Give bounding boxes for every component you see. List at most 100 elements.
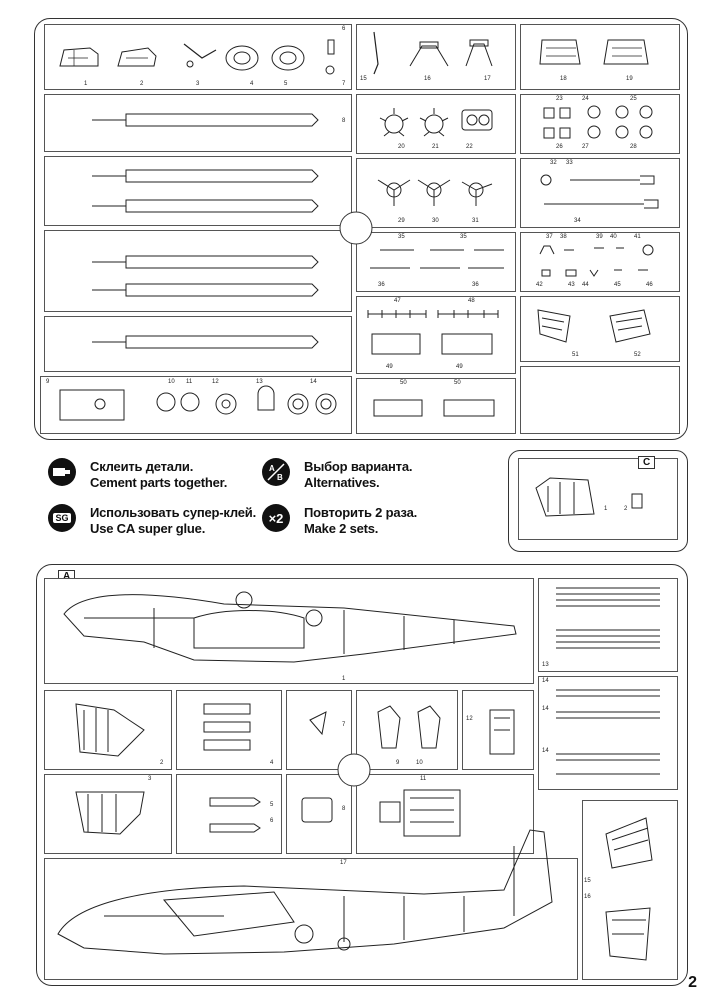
part-number: 30 (432, 218, 439, 224)
part-number: 12 (212, 379, 219, 385)
sprue-b-parts-15-17-drawing (373, 31, 493, 75)
part-number: 38 (560, 234, 567, 240)
part-number: 21 (432, 144, 439, 150)
part-number: 39 (596, 234, 603, 240)
sprue-a-cell-3 (44, 774, 172, 854)
part-number: 35 (460, 234, 467, 240)
part-number: 29 (398, 218, 405, 224)
part-number: 19 (626, 76, 633, 82)
part-number: 43 (568, 282, 575, 288)
part-number: 31 (472, 218, 479, 224)
part-number: 34 (574, 218, 581, 224)
part-number: 6 (342, 26, 346, 32)
part-number: 2 (140, 81, 144, 87)
part-number: 7 (342, 722, 346, 728)
alternatives-icon: A B (262, 458, 290, 486)
sprue-b-cell-47-49 (356, 296, 516, 374)
part-number: 7 (342, 81, 346, 87)
page-number: 2 (688, 974, 697, 991)
legend-cement-text: Склеить детали. Cement parts together. (90, 459, 227, 491)
part-number: 10 (416, 760, 423, 766)
legend-alternatives-text: Выбор варианта. Alternatives. (304, 459, 412, 491)
part-number: 49 (386, 364, 393, 370)
legend-sets-ru: Повторить 2 раза. (304, 505, 418, 520)
sprue-b-parts-1-7-drawing (59, 39, 335, 75)
legend-sets-en: Make 2 sets. (304, 521, 379, 536)
part-number: 15 (360, 76, 367, 82)
sprue-b-parts-47-49-drawing (367, 310, 499, 355)
make-two-sets-icon: ×2 (262, 504, 290, 532)
sprue-b-parts-18-19-drawing (539, 39, 649, 65)
sprue-b-cell-51-52 (520, 296, 680, 362)
part-number: 52 (634, 352, 641, 358)
part-number: 32 (550, 160, 557, 166)
sprue-a-cell-9-10 (356, 690, 458, 770)
part-number: 8 (342, 806, 346, 812)
part-number: 5 (270, 802, 274, 808)
sprue-a-cell-5-6 (176, 774, 282, 854)
part-number: 20 (398, 144, 405, 150)
part-number: 49 (456, 364, 463, 370)
superglue-icon: SG (48, 504, 76, 532)
part-number: 44 (582, 282, 589, 288)
part-number: 23 (556, 96, 563, 102)
sprue-b-parts-37-46-drawing (539, 244, 654, 277)
legend-superglue-en: Use CA super glue. (90, 521, 206, 536)
part-number: 1 (604, 506, 608, 512)
part-number: 41 (634, 234, 641, 240)
sprue-b-cell-20-22 (356, 94, 516, 154)
part-number: 17 (484, 76, 491, 82)
part-number: 28 (630, 144, 637, 150)
sprue-a-cell-4 (176, 690, 282, 770)
sprue-b-parts-35-36-drawing (370, 249, 504, 269)
svg-text:B: B (277, 473, 283, 482)
legend-cement-en: Cement parts together. (90, 475, 228, 490)
part-number: 27 (582, 144, 589, 150)
part-number: 14 (542, 678, 549, 684)
part-number: 40 (610, 234, 617, 240)
part-number: 4 (250, 81, 254, 87)
sprue-a-mid-row-drawing (75, 703, 515, 757)
sprue-b-parts-9-14-drawing (59, 385, 337, 421)
part-number: 50 (400, 380, 407, 386)
sprue-b-small-parts-23-28-drawing (543, 105, 653, 139)
sprue-b-part-50-drawing (373, 399, 495, 417)
part-number: 14 (542, 706, 549, 712)
part-number: 18 (560, 76, 567, 82)
part-number: 37 (546, 234, 553, 240)
part-number: 25 (630, 96, 637, 102)
part-number: 11 (420, 776, 427, 782)
sprue-a-fuselage-half-bottom-drawing (57, 829, 553, 955)
part-number: 16 (424, 76, 431, 82)
part-number: 22 (466, 144, 473, 150)
sprue-a-fuselage-top-cell (44, 578, 534, 684)
sprue-b-cell-50 (356, 378, 516, 434)
part-number: 36 (472, 282, 479, 288)
part-number: 3 (196, 81, 200, 87)
part-number: 6 (270, 818, 274, 824)
legend-superglue-ru: Использовать супер-клей. (90, 505, 256, 520)
part-number: 26 (556, 144, 563, 150)
part-number: 33 (566, 160, 573, 166)
part-number: 4 (270, 760, 274, 766)
part-number: 48 (468, 298, 475, 304)
sprue-b-cell-32-34 (520, 158, 680, 228)
part-number: 45 (614, 282, 621, 288)
superglue-icon-label: SG (53, 513, 71, 523)
part-number: 5 (284, 81, 288, 87)
sprue-a-cell-14 (538, 676, 678, 790)
sprue-b-parts-32-34-drawing (540, 174, 659, 209)
sprue-a-cell-8 (286, 774, 352, 854)
sprue-b-cell-53-54 (520, 366, 680, 434)
sprue-b-cell-35-36 (356, 232, 516, 292)
part-number: 42 (536, 282, 543, 288)
sprue-b-cell-18-19 (520, 24, 680, 90)
part-number: 3 (148, 776, 152, 782)
sprue-b-cell-23-28 (520, 94, 680, 154)
sprue-b-rotor-blade-cell (44, 316, 352, 372)
part-number: 14 (310, 379, 317, 385)
sprue-b-cell-29-31 (356, 158, 516, 228)
sprue-a-part-14-drawing (556, 689, 660, 775)
part-number: 16 (584, 894, 591, 900)
legend-alternatives-en: Alternatives. (304, 475, 380, 490)
